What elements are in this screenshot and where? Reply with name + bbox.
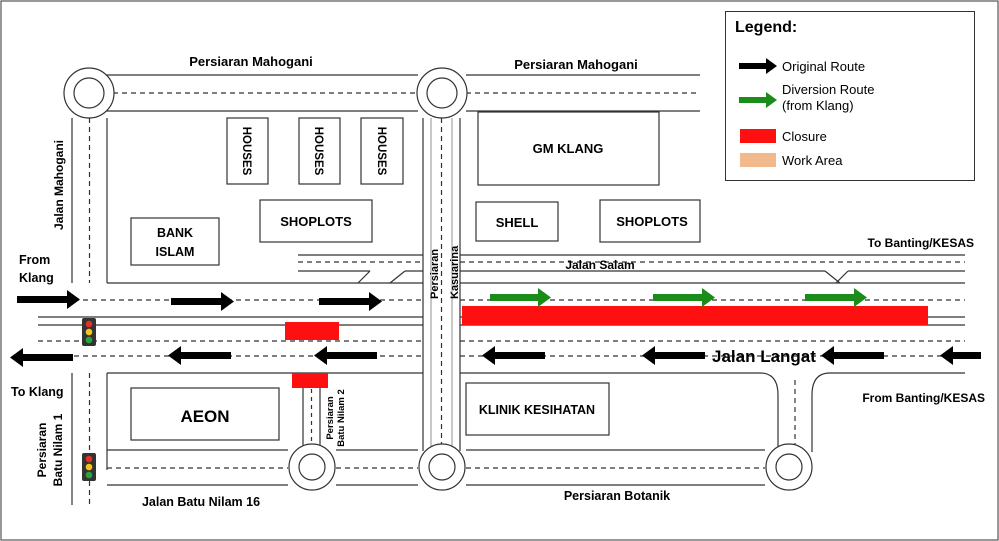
roundabout-botanik-center	[418, 443, 466, 491]
label-mahogani-right: Persiaran Mahogani	[514, 57, 638, 72]
closures	[285, 306, 928, 388]
label-shoplots-left: SHOPLOTS	[280, 214, 352, 229]
legend-original-arrow	[739, 58, 777, 74]
diversion-route-arrow	[805, 288, 867, 307]
label-to-klang: To Klang	[11, 385, 64, 399]
diversion-route-arrows	[490, 288, 867, 307]
diversion-route-arrow	[653, 288, 715, 307]
roundabout-botanik-west	[288, 443, 336, 491]
label-jalan-mahogani: Jalan Mahogani	[52, 140, 66, 230]
building-shell	[475, 201, 559, 242]
label-batu-nilam-1-a: Persiaran	[35, 423, 49, 478]
building-shoplots-left	[259, 199, 373, 243]
legend-closure: Closure	[726, 129, 974, 159]
label-batu-nilam-2-b: Batu Nilam 2	[336, 389, 347, 447]
original-route-arrow	[10, 348, 73, 367]
label-batu-nilam-2-a: Persiaran	[325, 396, 336, 440]
label-houses-2: HOUSES	[312, 127, 324, 176]
legend-work-area: Work Area	[726, 153, 974, 183]
label-shell: SHELL	[496, 215, 539, 230]
label-shoplots-right: SHOPLOTS	[616, 214, 688, 229]
building-houses-2	[298, 117, 341, 185]
original-route-arrow	[319, 292, 382, 311]
building-houses-1	[226, 117, 269, 185]
label-from-klang-1: From	[19, 253, 50, 267]
label-batu-nilam-1-b: Batu Nilam 1	[51, 413, 65, 486]
original-route-arrow	[314, 346, 377, 365]
diversion-route-arrow	[490, 288, 551, 307]
legend-work-area-label: Work Area	[782, 153, 843, 168]
label-gm-klang: GM KLANG	[533, 141, 604, 156]
building-houses-3	[360, 117, 404, 185]
label-botanik: Persiaran Botanik	[564, 489, 670, 503]
label-kasuarina-2: Kasuarina	[449, 245, 461, 299]
legend-work-area-swatch	[740, 153, 776, 167]
original-route-arrow	[482, 346, 545, 365]
label-houses-3: HOUSES	[375, 127, 387, 176]
building-aeon	[130, 387, 280, 441]
label-aeon: AEON	[180, 407, 229, 426]
legend-title: Legend:	[735, 19, 798, 36]
building-bank-islam	[130, 217, 220, 266]
legend-diversion-arrow	[739, 92, 777, 108]
label-jalan-langat: Jalan Langat	[712, 347, 816, 366]
label-bank-islam-2: ISLAM	[156, 245, 195, 259]
original-route-arrows	[10, 290, 981, 367]
building-klinik	[465, 382, 610, 436]
label-jalan-salam: Jalan Salam	[565, 258, 634, 272]
closure-langat-east	[462, 306, 928, 325]
label-bank-islam-1: BANK	[157, 226, 193, 240]
label-houses-1: HOUSES	[240, 127, 252, 176]
traffic-light-jalan-langat	[82, 318, 96, 346]
legend: Legend: Original Route Diversion Route (…	[725, 11, 975, 181]
legend-original-route: Original Route	[726, 56, 974, 86]
traffic-light-batu-nilam-1	[82, 453, 96, 481]
map-labels: Persiaran Mahogani Persiaran Mahogani Ja…	[11, 54, 985, 509]
legend-diversion-label-2: (from Klang)	[782, 98, 854, 113]
buildings	[130, 111, 701, 441]
legend-closure-label: Closure	[782, 129, 827, 144]
roundabout-botanik-east	[765, 443, 813, 491]
original-route-arrow	[168, 346, 231, 365]
label-klinik: KLINIK KESIHATAN	[479, 403, 595, 417]
label-from-klang-2: Klang	[19, 271, 54, 285]
roundabout-mahogani-kasuarina	[416, 67, 468, 119]
roundabouts	[63, 67, 813, 491]
legend-original-label: Original Route	[782, 59, 866, 74]
label-batu-nilam-16: Jalan Batu Nilam 16	[142, 495, 260, 509]
original-route-arrow	[821, 346, 884, 365]
legend-diversion-route: Diversion Route (from Klang)	[726, 82, 974, 124]
closure-batu-nilam-2	[292, 373, 328, 388]
building-gm-klang	[477, 111, 660, 186]
closure-langat-west	[285, 322, 339, 340]
original-route-arrow	[940, 346, 981, 365]
legend-diversion-label-1: Diversion Route	[782, 82, 875, 97]
label-mahogani-left: Persiaran Mahogani	[189, 54, 313, 69]
building-shoplots-right	[599, 199, 701, 243]
label-from-banting: From Banting/KESAS	[862, 391, 985, 405]
roundabout-mahogani-west	[63, 67, 115, 119]
original-route-arrow	[171, 292, 234, 311]
label-to-banting: To Banting/KESAS	[868, 236, 974, 250]
original-route-arrow	[642, 346, 705, 365]
label-kasuarina-1: Persiaran	[429, 249, 441, 299]
legend-closure-swatch	[740, 129, 776, 143]
original-route-arrow	[17, 290, 80, 309]
